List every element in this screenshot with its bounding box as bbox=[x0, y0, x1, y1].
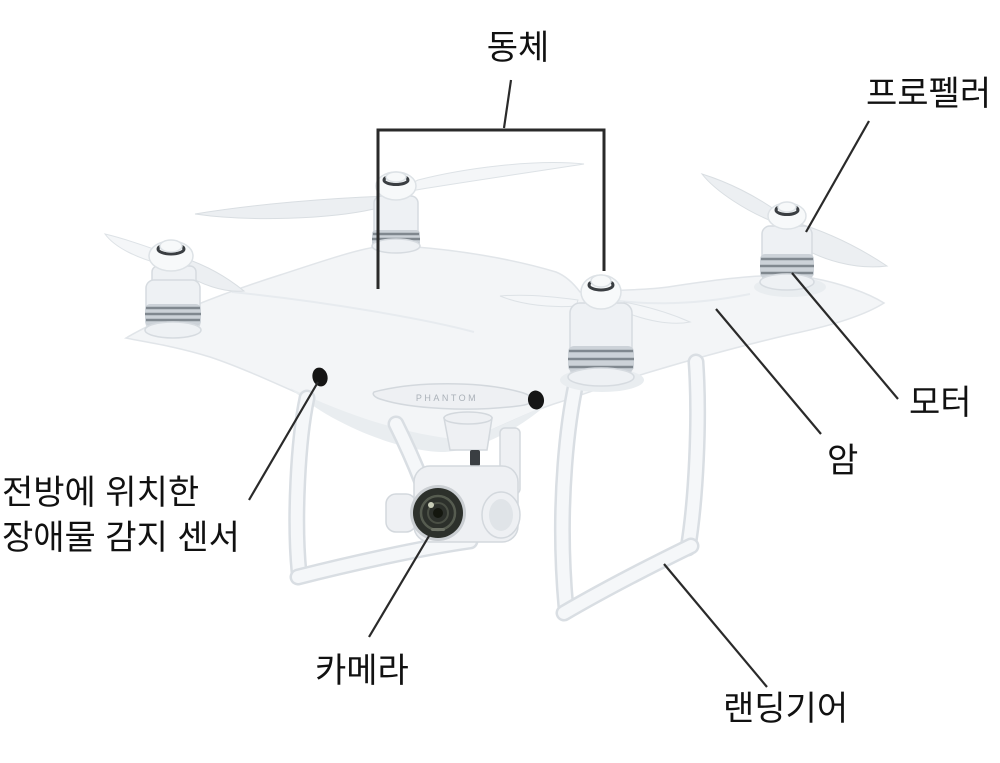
body-marking-text: PHANTOM bbox=[416, 393, 478, 403]
camera-lens bbox=[410, 485, 466, 541]
front-face: PHANTOM bbox=[312, 367, 545, 410]
label-front-obstacle-sensor: 전방에 위치한 장애물 감지 센서 bbox=[2, 471, 240, 561]
label-front-obstacle-sensor-line1: 전방에 위치한 bbox=[2, 474, 200, 512]
motor-rear-left bbox=[144, 239, 202, 339]
motor-front-center bbox=[560, 274, 644, 392]
propeller-blade bbox=[103, 233, 163, 265]
annotation-lines bbox=[248, 79, 899, 688]
lens-glint bbox=[428, 502, 434, 508]
label-fuselage: 동체 bbox=[486, 29, 550, 67]
propeller-blade bbox=[403, 162, 585, 193]
gimbal-roll-motor-inner bbox=[489, 499, 513, 531]
camera-gimbal bbox=[385, 411, 521, 543]
motor-top-center bbox=[371, 171, 421, 254]
leader-camera bbox=[368, 535, 430, 638]
landing-gear-right bbox=[554, 343, 707, 622]
label-front-obstacle-sensor-line2: 장애물 감지 센서 bbox=[2, 519, 240, 557]
leader-landing-gear bbox=[663, 563, 768, 688]
landing-gear bbox=[288, 343, 707, 622]
lens-marking bbox=[431, 528, 445, 531]
label-propeller: 프로펠러 bbox=[866, 75, 992, 113]
label-arm: 암 bbox=[827, 442, 859, 480]
leader-motor bbox=[791, 272, 899, 400]
label-motor: 모터 bbox=[909, 384, 972, 422]
label-landing-gear: 랜딩기어 bbox=[723, 690, 849, 728]
leader-front-sensor bbox=[248, 381, 319, 501]
propeller-blade bbox=[499, 294, 579, 308]
motor-far-right bbox=[754, 201, 826, 297]
leader-propeller bbox=[805, 120, 870, 233]
fuselage-bracket bbox=[376, 128, 606, 289]
propeller-blade bbox=[194, 195, 389, 220]
propeller-blade bbox=[621, 301, 692, 324]
motors bbox=[144, 171, 826, 392]
gimbal-connector bbox=[470, 450, 480, 466]
front-plate bbox=[372, 383, 534, 410]
label-camera: 카메라 bbox=[315, 652, 409, 690]
obstacle-sensor-dot-right bbox=[527, 390, 545, 410]
leader-arm bbox=[715, 308, 822, 435]
fuselage-ridge bbox=[231, 291, 475, 333]
obstacle-sensor-dot-left bbox=[312, 367, 328, 387]
propeller-blade bbox=[700, 173, 779, 223]
leader-fuselage bbox=[502, 79, 513, 129]
